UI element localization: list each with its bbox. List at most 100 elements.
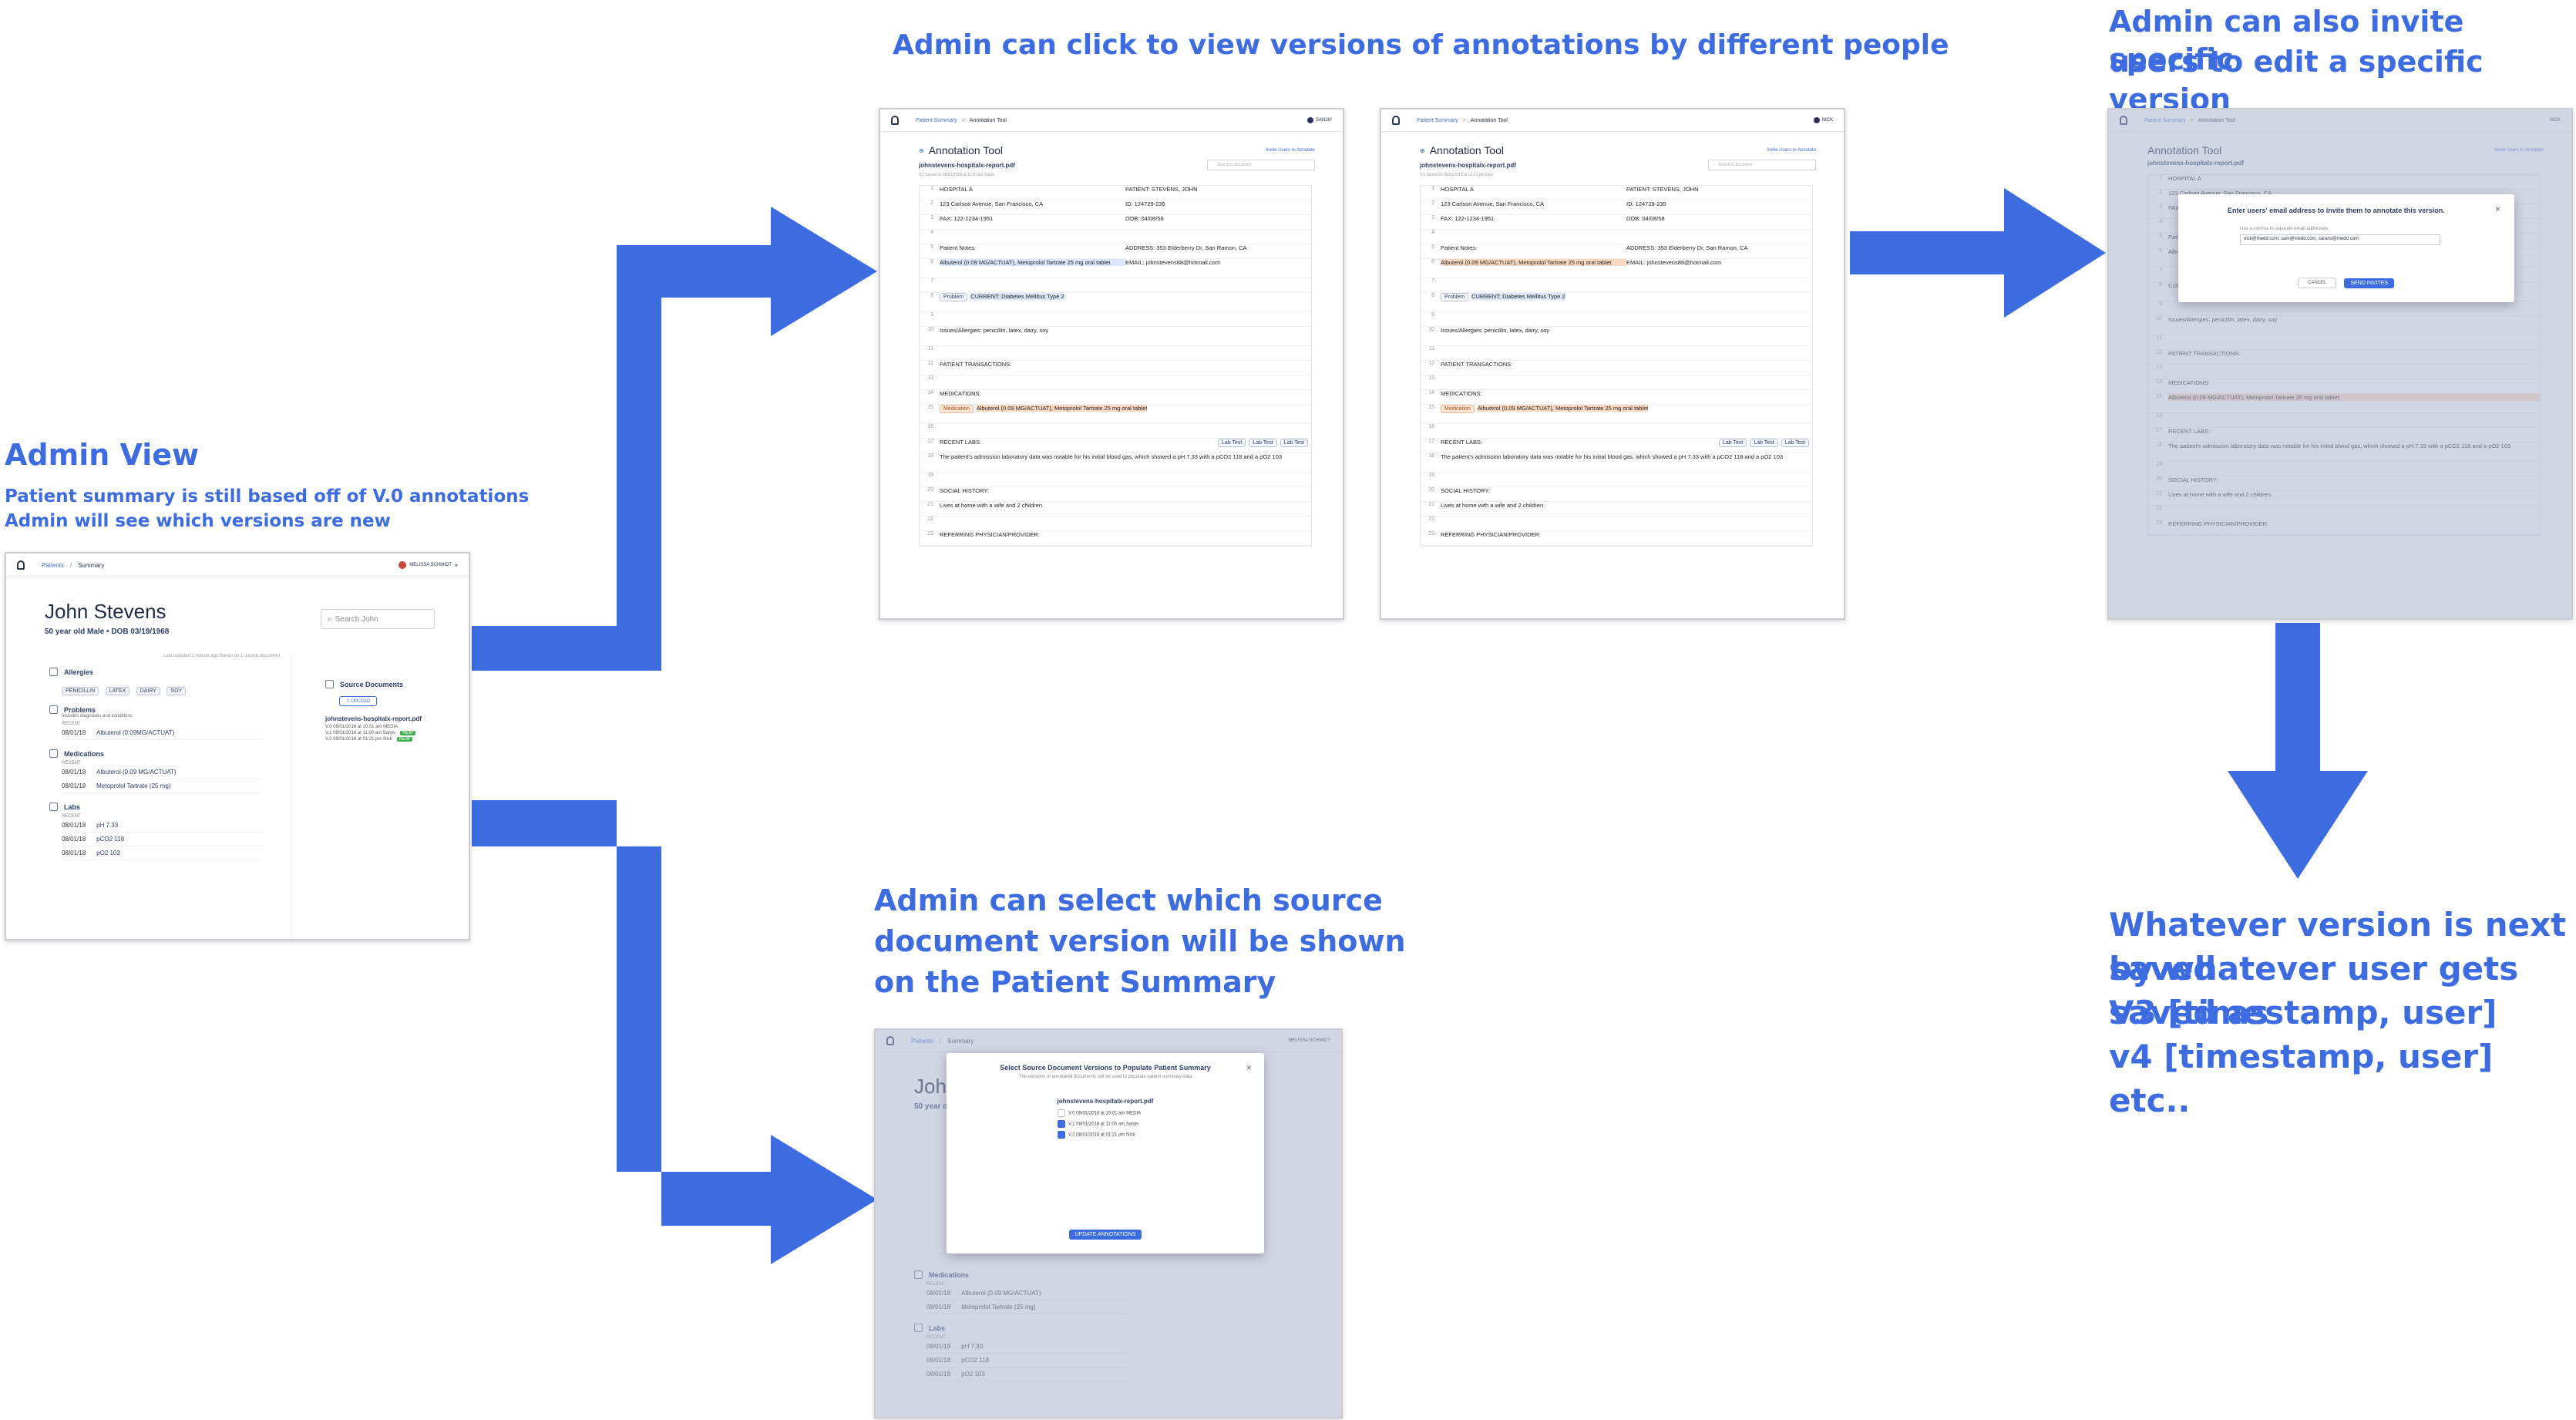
- doc-search-input[interactable]: Search in document: [1207, 160, 1315, 170]
- annotation-tag[interactable]: Lab Test: [1781, 439, 1809, 447]
- user-name[interactable]: MELISSA SCHMIDT: [409, 563, 452, 567]
- annotation-topbar: Patient Summary > Annotation Tool SANJIV: [880, 109, 1343, 132]
- annotation-title: Annotation Tool: [928, 144, 1003, 156]
- logo-lock-icon: [891, 116, 899, 125]
- labs-label: Labs: [64, 803, 81, 811]
- breadcrumb-patients[interactable]: Patients: [42, 561, 64, 569]
- search-input[interactable]: ⌕ Search John: [321, 609, 435, 629]
- problems-note: Includes diagnoses and conditions: [62, 714, 133, 718]
- admin-view-line2: Admin will see which versions are new: [5, 511, 391, 531]
- modal-backdrop[interactable]: [2109, 109, 2571, 618]
- document-icon: [325, 680, 334, 688]
- allergy-chip[interactable]: DAIRY: [136, 687, 160, 695]
- version-item[interactable]: V.0 08/01/2018 at 10:01 am MEDIA: [325, 725, 399, 729]
- send-invites-button[interactable]: SEND INVITES: [2344, 278, 2394, 288]
- versions-caption: Admin can click to view versions of anno…: [893, 29, 1949, 61]
- version-option[interactable]: V.1 08/01/2018 at 11:00 am Sanjiv: [1058, 1120, 1264, 1128]
- admin-view-line1: Patient summary is still based off of V.…: [5, 486, 530, 506]
- checkbox[interactable]: [1058, 1109, 1065, 1117]
- version-line: V.1 Saved on 08/01/2018 at 11:00 am Sanj…: [919, 173, 995, 177]
- recent-label: RECENT: [62, 722, 81, 726]
- allergy-chip[interactable]: SOY: [166, 687, 187, 695]
- checkbox-checked[interactable]: [1058, 1131, 1065, 1139]
- chevron-down-icon[interactable]: ▾: [454, 561, 458, 569]
- annotation-tag[interactable]: Problem: [940, 293, 968, 301]
- annotation-doc-name: johnstevens-hospitalx-report.pdf: [1420, 161, 1516, 169]
- select-modal-title: Select Source Document Versions to Popul…: [1000, 1064, 1211, 1072]
- annotation-tag[interactable]: Medication: [940, 405, 974, 413]
- annotation-tag[interactable]: Lab Test: [1217, 439, 1246, 447]
- user-name[interactable]: NICK: [1821, 118, 1833, 123]
- new-badge: NEW: [396, 737, 412, 742]
- annotation-title: Annotation Tool: [1429, 144, 1504, 156]
- admin-summary-screenshot: Patients / Summary MELISSA SCHMIDT ▾ Joh…: [5, 552, 470, 940]
- version-option[interactable]: V.2 08/01/2018 at 01:21 pm Nick: [1058, 1131, 1264, 1139]
- arrow-to-invite: [1850, 188, 2106, 318]
- annotation-tag[interactable]: Medication: [1441, 405, 1475, 413]
- patient-meta: 50 year old Male • DOB 03/19/1968: [45, 628, 170, 636]
- annotation-tag[interactable]: Lab Test: [1750, 439, 1778, 447]
- invite-users-link[interactable]: Invite Users to Annotate: [1767, 148, 1816, 153]
- saved-caption-4: v4 [timestamp, user]: [2109, 1038, 2494, 1075]
- upload-button[interactable]: ⇪ UPLOAD: [339, 696, 378, 706]
- select-caption-3: on the Patient Summary: [874, 965, 1276, 999]
- invite-users-link[interactable]: Invite Users to Annotate: [1266, 148, 1315, 153]
- annotation-header: ⊕ Annotation Tool Invite Users to Annota…: [1420, 144, 1844, 156]
- annotation-tag[interactable]: Lab Test: [1718, 439, 1747, 447]
- allergy-chips: PENICILLIN LATEX DAIRY SOY: [62, 682, 291, 696]
- doc-search-input[interactable]: Search in document: [1708, 160, 1816, 170]
- avatar[interactable]: [1306, 117, 1313, 123]
- cancel-button[interactable]: CANCEL: [2298, 278, 2337, 288]
- invite-screenshot: Patient Summary > Annotation Tool NICK A…: [2107, 108, 2573, 620]
- breadcrumb-patient-summary[interactable]: Patient Summary: [1417, 117, 1458, 123]
- close-icon[interactable]: ×: [1246, 1062, 1252, 1073]
- email-field[interactable]: nick@medd.com, sam@medd.com, sarans@medd…: [2240, 234, 2440, 245]
- summary-left-panel: Last updated 1 minute ago Based on 1 sou…: [37, 654, 291, 939]
- select-caption-1: Admin can select which source: [874, 883, 1383, 917]
- annotated-text[interactable]: Albuterol (0.09 MG/ACTUAT), Metoprolol T…: [940, 259, 1125, 266]
- admin-view-title: Admin View: [5, 438, 200, 472]
- annotated-text[interactable]: Albuterol (0.09 MG/ACTUAT), Metoprolol T…: [1441, 259, 1626, 266]
- checkbox-checked[interactable]: [1058, 1120, 1065, 1128]
- annotation-tag[interactable]: Lab Test: [1280, 439, 1308, 447]
- annotation-tag[interactable]: Problem: [1441, 293, 1469, 301]
- invite-caption-1: Admin can also invite specific: [2109, 5, 2464, 77]
- breadcrumb-annotation-tool: Annotation Tool: [969, 117, 1007, 123]
- summary-topbar: Patients / Summary MELISSA SCHMIDT ▾: [6, 554, 469, 577]
- version-option[interactable]: V.0 08/01/2018 at 10:01 am MEDIA: [1058, 1109, 1264, 1117]
- invite-hint: Use a comma to separate email addresses: [2240, 227, 2329, 231]
- annotation-screenshot-v2: Patient Summary > Annotation Tool NICK ⊕…: [1380, 108, 1845, 620]
- user-name[interactable]: SANJIV: [1315, 118, 1332, 123]
- arrow-to-select: [472, 800, 877, 1264]
- allergy-chip[interactable]: LATEX: [105, 687, 130, 695]
- select-doc-name: johnstevens-hospitalx-report.pdf: [1057, 1098, 1154, 1105]
- search-icon: ⌕: [328, 614, 332, 624]
- allergy-chip[interactable]: PENICILLIN: [62, 687, 99, 695]
- annotation-tag[interactable]: Lab Test: [1249, 439, 1277, 447]
- new-badge: NEW: [400, 731, 416, 735]
- breadcrumb-patient-summary[interactable]: Patient Summary: [916, 117, 957, 123]
- allergy-icon: [49, 668, 58, 676]
- annotation-topbar: Patient Summary > Annotation Tool NICK: [1381, 109, 1844, 132]
- arrow-to-versions: [472, 207, 877, 671]
- close-icon[interactable]: ×: [2494, 204, 2500, 214]
- source-docs-label: Source Documents: [340, 680, 404, 688]
- saved-caption-5: etc..: [2109, 1082, 2191, 1119]
- doc-name[interactable]: johnstevens-hospitalx-report.pdf: [325, 715, 422, 722]
- avatar[interactable]: [1813, 117, 1820, 123]
- avatar[interactable]: [399, 561, 407, 569]
- version-line: V.2 Saved on 08/01/2018 at 01:21 pm Nick: [1420, 173, 1493, 177]
- logo-lock-icon: [17, 560, 25, 570]
- invite-modal-title: Enter users' email address to invite the…: [2228, 207, 2445, 214]
- update-annotations-button[interactable]: UPDATE ANNOTATIONS: [1068, 1230, 1142, 1240]
